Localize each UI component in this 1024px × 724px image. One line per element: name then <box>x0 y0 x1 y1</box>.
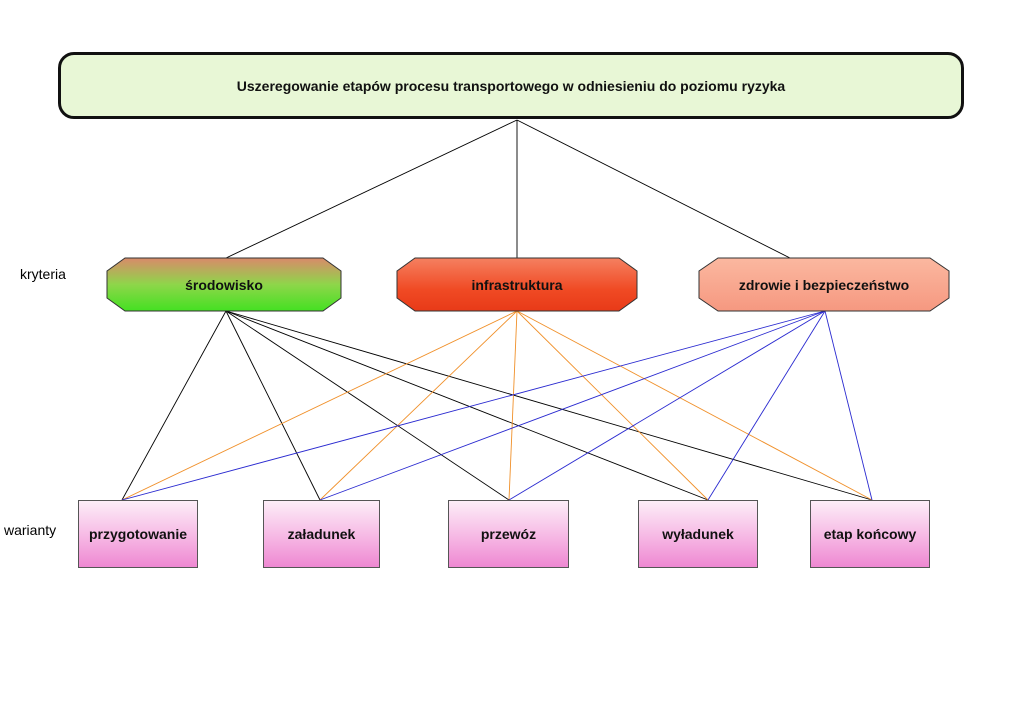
variant-label-przewoz: przewóz <box>480 526 537 542</box>
connector-c1-v3 <box>225 310 510 501</box>
criteria-variant-connectors <box>121 310 873 501</box>
connector-c1-v1 <box>121 310 227 501</box>
criterion-shape-srodowisko <box>106 257 342 312</box>
connector-c3-v2 <box>319 310 826 501</box>
criterion-label-infrastruktura: infrastruktura <box>471 276 563 293</box>
criterion-label-zdrowie: zdrowie i bezpieczeństwo <box>738 276 910 293</box>
variant-box-zaladunek <box>263 500 380 568</box>
connector-c1-v4 <box>225 310 709 501</box>
connector-goal-c3 <box>516 119 791 259</box>
connector-c2-v5 <box>516 310 873 501</box>
connector-c2-v3 <box>508 310 518 501</box>
connector-c3-v5 <box>824 310 873 501</box>
connector-c1-v2 <box>225 310 321 501</box>
connector-c2-v2 <box>319 310 518 501</box>
connector-c3-v1 <box>121 310 826 501</box>
goal-criteria-connectors <box>225 119 791 259</box>
connector-c3-v4 <box>707 310 826 501</box>
row-label-criteria: kryteria <box>20 266 66 282</box>
variant-box-przygotowanie <box>78 500 198 568</box>
connector-c2-v1 <box>121 310 518 501</box>
variant-box-etap-koncowy <box>810 500 930 568</box>
connector-c1-v5 <box>225 310 873 501</box>
connector-c2-v4 <box>516 310 709 501</box>
variant-label-przygotowanie: przygotowanie <box>88 526 187 542</box>
variant-label-zaladunek: załadunek <box>287 526 356 542</box>
variant-label-wyladunek: wyładunek <box>662 526 734 542</box>
row-label-variants: warianty <box>4 522 57 538</box>
variant-box-przewoz <box>448 500 569 568</box>
criteria-shapes <box>106 257 950 312</box>
connector-c3-v3 <box>508 310 826 501</box>
goal-box <box>58 52 964 119</box>
criterion-label-srodowisko: środowisko <box>185 276 263 293</box>
criterion-shape-infrastruktura <box>396 257 638 312</box>
variant-label-etap-koncowy: etap końcowy <box>823 526 917 542</box>
variant-box-wyladunek <box>638 500 758 568</box>
connector-goal-c1 <box>225 119 518 259</box>
criterion-shape-zdrowie <box>698 257 950 312</box>
goal-title: Uszeregowanie etapów procesu transportow… <box>236 77 786 94</box>
